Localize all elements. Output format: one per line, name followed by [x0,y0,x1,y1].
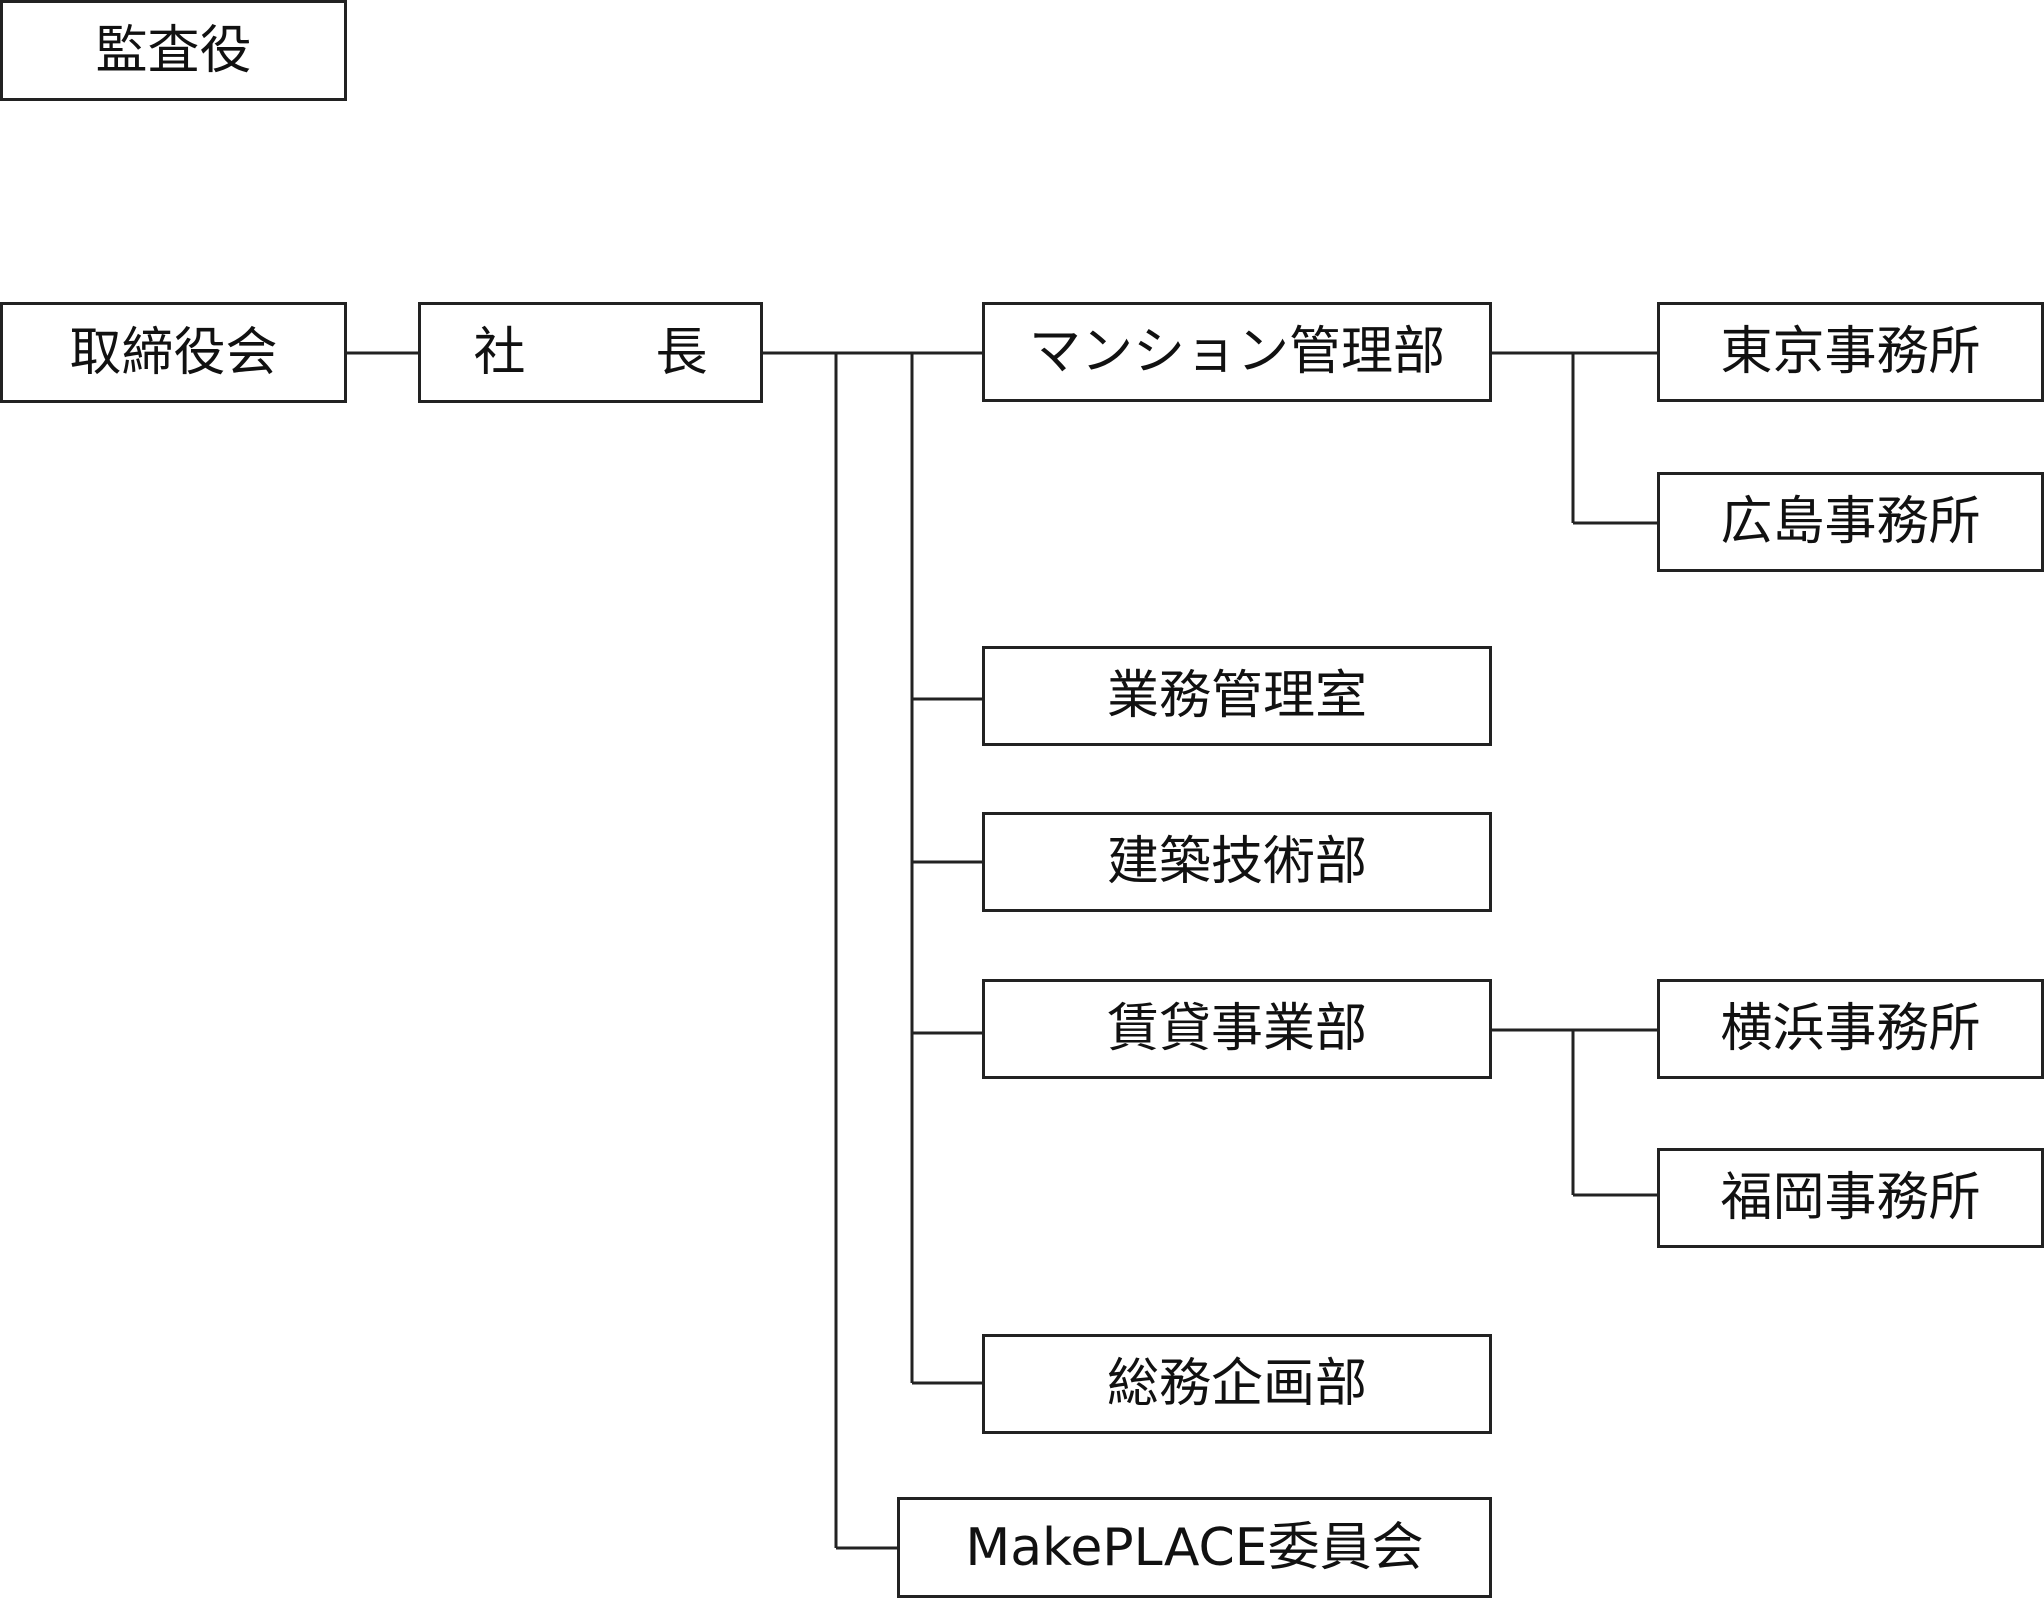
architecture-dept-box: 建築技術部 [982,812,1492,912]
president-box: 社長 [418,302,763,403]
rental-dept-label: 賃貸事業部 [1106,999,1367,1059]
board-label: 取締役会 [69,322,278,383]
yokohama-office-label: 横浜事務所 [1720,999,1981,1059]
fukuoka-office-label: 福岡事務所 [1720,1168,1981,1228]
tokyo-office-box: 東京事務所 [1657,302,2044,402]
rental-dept-box: 賃貸事業部 [982,979,1492,1079]
fukuoka-office-box: 福岡事務所 [1657,1148,2044,1248]
makeplace-committee-label: MakePLACE委員会 [965,1517,1424,1578]
general-dept-label: 総務企画部 [1106,1354,1367,1414]
operations-office-label: 業務管理室 [1106,666,1367,726]
tokyo-office-label: 東京事務所 [1720,322,1981,382]
hiroshima-office-box: 広島事務所 [1657,472,2044,572]
president-char-2: 長 [655,322,708,383]
yokohama-office-box: 横浜事務所 [1657,979,2044,1079]
auditor-box: 監査役 [0,0,347,101]
operations-office-box: 業務管理室 [982,646,1492,746]
architecture-dept-label: 建築技術部 [1106,832,1367,892]
president-char-1: 社 [473,322,526,383]
hiroshima-office-label: 広島事務所 [1720,492,1981,552]
auditor-label: 監査役 [95,20,252,81]
mansion-dept-label: マンション管理部 [1028,322,1445,382]
mansion-dept-box: マンション管理部 [982,302,1492,402]
board-box: 取締役会 [0,302,347,403]
makeplace-committee-box: MakePLACE委員会 [897,1497,1492,1598]
general-dept-box: 総務企画部 [982,1334,1492,1434]
